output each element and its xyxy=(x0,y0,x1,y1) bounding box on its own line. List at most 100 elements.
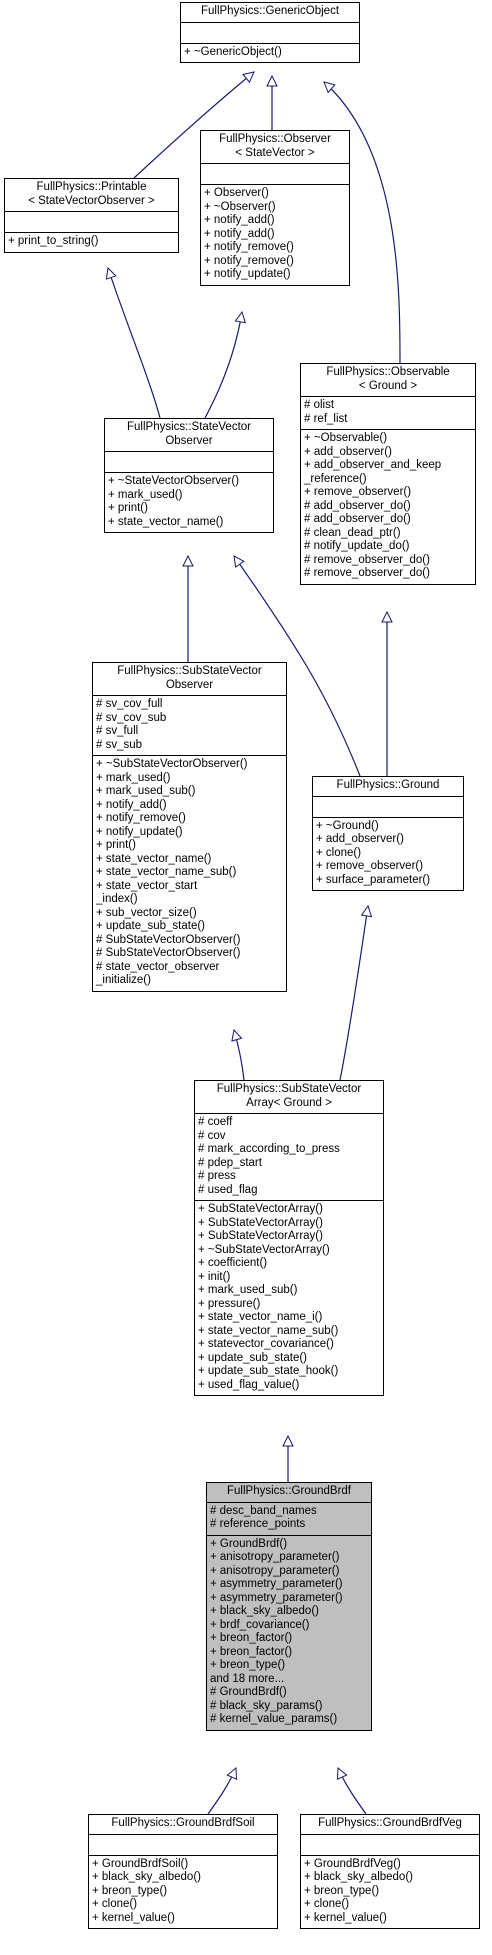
attribute-item: # sv_full xyxy=(96,725,139,737)
class-title: FullPhysics::GroundBrdfVeg xyxy=(301,1815,479,1834)
method-item: + state_vector_name() xyxy=(96,852,212,865)
class-name-line: FullPhysics::Observer xyxy=(219,133,331,145)
class-name-line: FullPhysics::Ground xyxy=(336,779,440,791)
method-item: + brdf_covariance() xyxy=(210,1618,310,1631)
attribute-item: # pdep_start xyxy=(198,1156,262,1169)
class-name-line: FullPhysics::SubStateVector xyxy=(216,1083,362,1095)
class-title: FullPhysics::GroundBrdfSoil xyxy=(89,1815,277,1834)
method-item: + print_to_string() xyxy=(8,235,99,247)
class-name-line: FullPhysics::GroundBrdfVeg xyxy=(318,1817,462,1829)
class-name-line: FullPhysics::StateVector xyxy=(127,421,251,433)
class-box-generic-object[interactable]: FullPhysics::GenericObject+ ~GenericObje… xyxy=(180,2,360,63)
method-item: + Observer() xyxy=(204,187,269,199)
attribute-item: # sv_sub xyxy=(96,738,143,751)
class-name-line: FullPhysics::Printable xyxy=(36,181,147,193)
class-attributes: # sv_cov_full# sv_cov_sub# sv_full# sv_s… xyxy=(93,695,286,755)
method-item: _index() xyxy=(96,893,138,905)
method-item: + black_sky_albedo() xyxy=(304,1871,413,1883)
class-methods: + ~Observable()+ add_observer()+ add_obs… xyxy=(301,429,475,584)
method-item: + add_observer() xyxy=(304,445,392,458)
method-item: # SubStateVectorObserver() xyxy=(96,933,241,946)
attribute-item: # press xyxy=(198,1170,236,1182)
edge-subsvarray-to-subsvobserver xyxy=(234,1030,245,1081)
method-item: + SubStateVectorArray() xyxy=(198,1216,323,1229)
method-item: + statevector_covariance() xyxy=(198,1338,334,1350)
class-name-line: FullPhysics::GenericObject xyxy=(200,5,340,17)
class-name-line: FullPhysics::GroundBrdfSoil xyxy=(111,1817,255,1829)
edge-ground-to-svobserver xyxy=(234,556,361,777)
method-item: + ~SubStateVectorObserver() xyxy=(96,758,248,770)
class-methods: + ~StateVectorObserver()+ mark_used()+ p… xyxy=(105,472,273,532)
attribute-item: # cov xyxy=(198,1129,226,1142)
method-item: + state_vector_name_i() xyxy=(198,1311,323,1323)
method-item: _initialize() xyxy=(96,974,151,986)
method-item: + notify_add() xyxy=(204,214,275,226)
method-item: # clean_dead_ptr() xyxy=(304,526,401,539)
method-item: # remove_observer_do() xyxy=(304,553,430,566)
class-box-ground-brdf-soil[interactable]: FullPhysics::GroundBrdfSoil+ GroundBrdfS… xyxy=(88,1814,278,1929)
attribute-item: # reference_points xyxy=(210,1518,306,1530)
edge-svobserver-to-printable xyxy=(108,268,161,419)
method-item: + GroundBrdfSoil() xyxy=(92,1857,189,1870)
class-box-printable[interactable]: FullPhysics::Printable< StateVectorObser… xyxy=(4,178,179,253)
method-item: + sub_vector_size() xyxy=(96,906,197,919)
method-item: # GroundBrdf() xyxy=(210,1686,287,1698)
class-methods: + ~Ground()+ add_observer()+ clone()+ re… xyxy=(313,816,463,891)
class-title: FullPhysics::Printable< StateVectorObser… xyxy=(5,179,178,211)
class-box-observable[interactable]: FullPhysics::Observable< Ground ># olist… xyxy=(300,363,476,585)
class-name-line: < StateVector > xyxy=(235,146,315,159)
class-title: FullPhysics::Ground xyxy=(313,777,463,796)
method-item: + ~GenericObject() xyxy=(184,45,282,58)
method-item: + remove_observer() xyxy=(304,486,412,498)
class-box-ground[interactable]: FullPhysics::Ground+ ~Ground()+ add_obse… xyxy=(312,776,464,891)
class-name-line: FullPhysics::GroundBrdf xyxy=(227,1485,351,1497)
method-item: _reference() xyxy=(304,472,367,485)
method-item: + notify_remove() xyxy=(204,241,294,253)
method-item: + breon_type() xyxy=(304,1884,380,1897)
method-item: + mark_used_sub() xyxy=(96,785,196,797)
edge-soil-to-groundbrdf xyxy=(207,1768,236,1815)
method-item: + update_sub_state() xyxy=(198,1351,308,1364)
method-item: + ~StateVectorObserver() xyxy=(108,475,240,487)
attribute-item: # sv_cov_full xyxy=(96,698,163,710)
method-item: # remove_observer_do() xyxy=(304,567,430,579)
method-item: + notify_remove() xyxy=(204,254,294,267)
method-item: + remove_observer() xyxy=(316,860,424,872)
class-title: FullPhysics::Observer< StateVector > xyxy=(201,131,349,163)
method-item: + update_sub_state_hook() xyxy=(198,1365,339,1377)
class-box-ground-brdf[interactable]: FullPhysics::GroundBrdf# desc_band_names… xyxy=(206,1482,372,1731)
class-methods: + SubStateVectorArray()+ SubStateVectorA… xyxy=(195,1200,383,1395)
method-item: + add_observer() xyxy=(316,833,404,845)
method-item: + surface_parameter() xyxy=(316,873,431,886)
edge-printable-to-genericobject xyxy=(133,72,254,179)
method-item: + init() xyxy=(198,1270,231,1283)
class-name-line: Array< Ground > xyxy=(246,1096,332,1109)
class-box-observer[interactable]: FullPhysics::Observer< StateVector >+ Ob… xyxy=(200,130,350,286)
edge-veg-to-groundbrdf xyxy=(338,1768,367,1815)
attribute-item: # olist xyxy=(304,399,335,411)
class-attributes xyxy=(181,21,359,43)
method-item: + SubStateVectorArray() xyxy=(198,1203,323,1215)
method-item: + notify_add() xyxy=(96,798,167,811)
class-box-ground-brdf-veg[interactable]: FullPhysics::GroundBrdfVeg+ GroundBrdfVe… xyxy=(300,1814,480,1929)
class-title: FullPhysics::GroundBrdf xyxy=(207,1483,371,1502)
class-attributes: # desc_band_names# reference_points xyxy=(207,1501,371,1535)
class-methods: + print_to_string() xyxy=(5,232,178,252)
attribute-item: # mark_according_to_press xyxy=(198,1143,340,1155)
method-item: + kernel_value() xyxy=(92,1911,175,1924)
method-item: and 18 more... xyxy=(210,1672,285,1685)
class-name-line: < Ground > xyxy=(358,379,418,392)
method-item: + notify_add() xyxy=(204,227,275,240)
method-item: + SubStateVectorArray() xyxy=(198,1230,323,1242)
method-item: + state_vector_name_sub() xyxy=(96,866,237,878)
attribute-item: # ref_list xyxy=(304,412,348,425)
method-item: + coefficient() xyxy=(198,1257,268,1269)
method-item: + notify_update() xyxy=(204,268,291,280)
method-item: + breon_factor() xyxy=(210,1645,293,1658)
